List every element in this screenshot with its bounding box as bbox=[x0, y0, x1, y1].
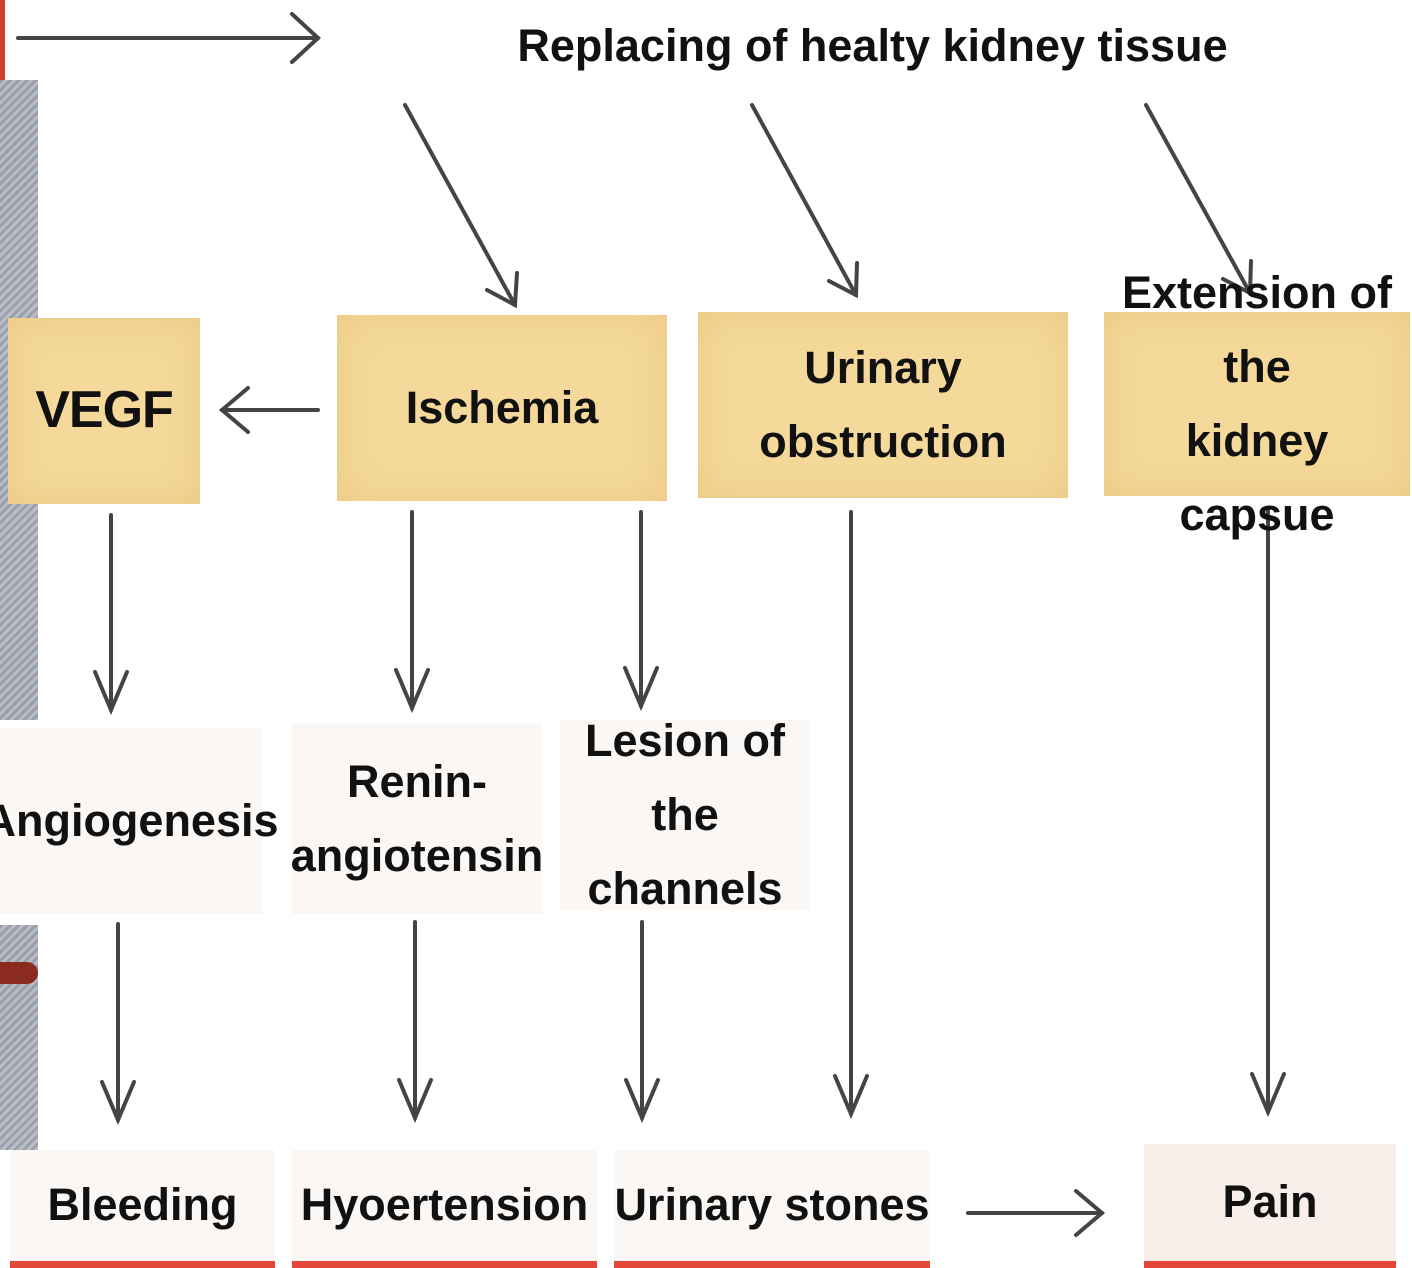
node-bleeding: Bleeding bbox=[10, 1150, 275, 1268]
node-extension-capsule: Extension of the kidney capsue bbox=[1104, 312, 1410, 496]
node-ischemia: Ischemia bbox=[337, 315, 667, 501]
node-urinary-obstruction: Urinary obstruction bbox=[698, 312, 1068, 498]
node-pain: Pain bbox=[1144, 1144, 1396, 1268]
node-replacing-tissue: Replacing of healty kidney tissue bbox=[335, 0, 1410, 92]
arrow-replacing-to-ischemia bbox=[405, 105, 515, 305]
node-angiogenesis: Angiogenesis bbox=[0, 728, 262, 914]
node-hypertension: Hyoertension bbox=[292, 1150, 597, 1268]
node-renin-angiotensin: Renin- angiotensin bbox=[292, 724, 542, 914]
node-vegf: VEGF bbox=[8, 318, 200, 504]
node-lesion-channels: Lesion of the channels bbox=[560, 720, 810, 910]
arrow-replacing-to-obstruction bbox=[752, 105, 856, 295]
node-urinary-stones: Urinary stones bbox=[614, 1150, 930, 1268]
